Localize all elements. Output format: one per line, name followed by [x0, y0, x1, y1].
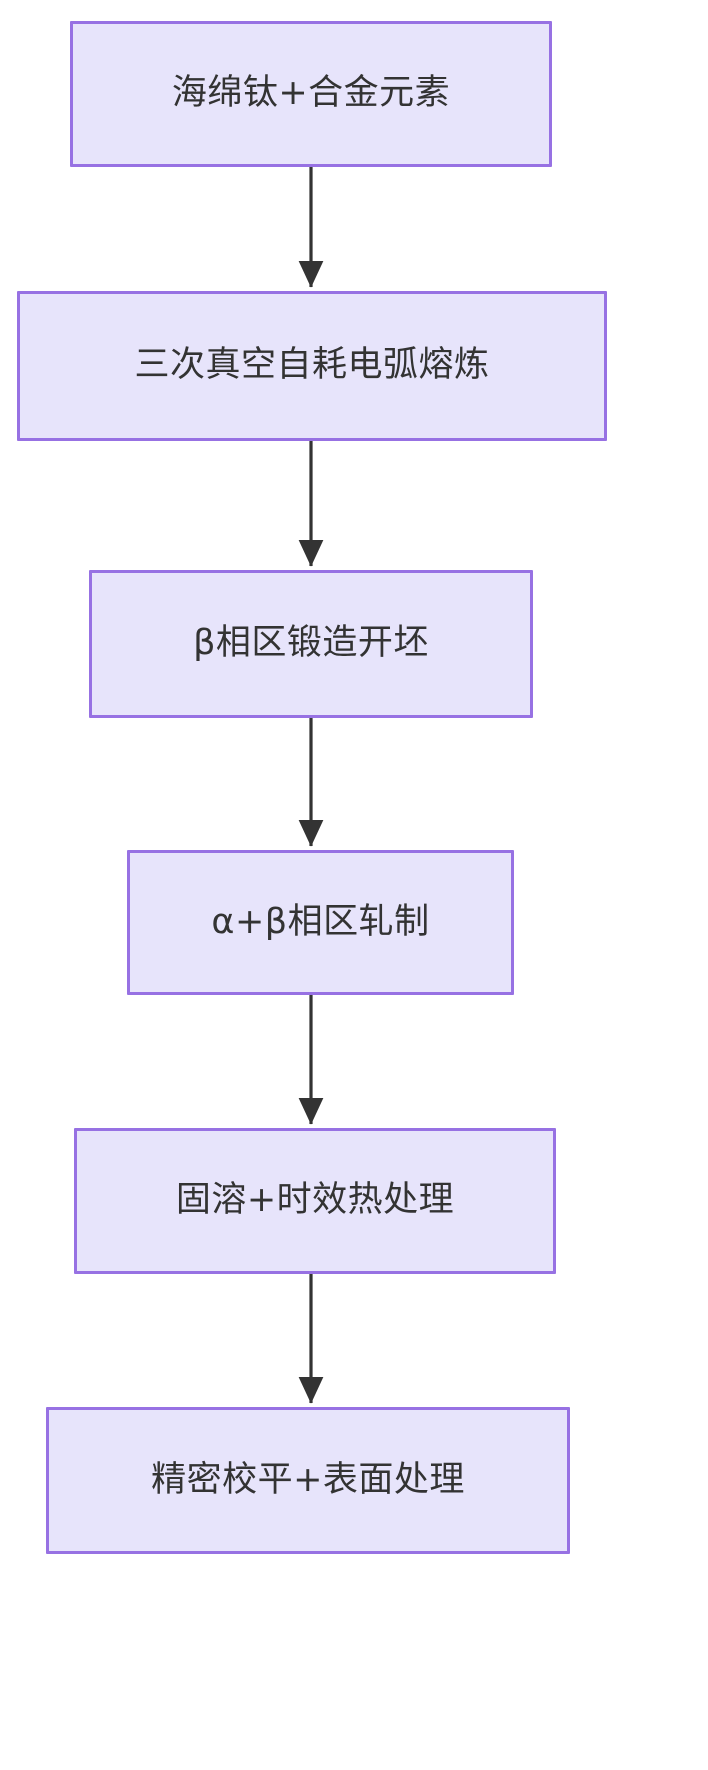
- node-label: 固溶+时效热处理: [175, 1180, 455, 1221]
- node-label: 精密校平+表面处理: [151, 1459, 465, 1500]
- flowchart-node-sponge-titanium-alloy-elements[interactable]: 海绵钛+合金元素: [70, 21, 552, 167]
- node-label: 海绵钛+合金元素: [171, 73, 451, 114]
- flowchart-node-precision-leveling-surface-treatment[interactable]: 精密校平+表面处理: [46, 1407, 570, 1554]
- node-label: α+β相区轧制: [211, 901, 430, 942]
- node-label: 三次真空自耗电弧熔炼: [134, 345, 490, 386]
- flowchart-node-triple-vacuum-arc-remelting[interactable]: 三次真空自耗电弧熔炼: [17, 291, 607, 441]
- flowchart-node-alpha-beta-phase-rolling[interactable]: α+β相区轧制: [127, 850, 514, 995]
- flowchart-node-solution-aging-heat-treatment[interactable]: 固溶+时效热处理: [74, 1128, 556, 1274]
- node-label: β相区锻造开坯: [193, 623, 429, 664]
- flowchart-node-beta-phase-forging[interactable]: β相区锻造开坯: [89, 570, 533, 718]
